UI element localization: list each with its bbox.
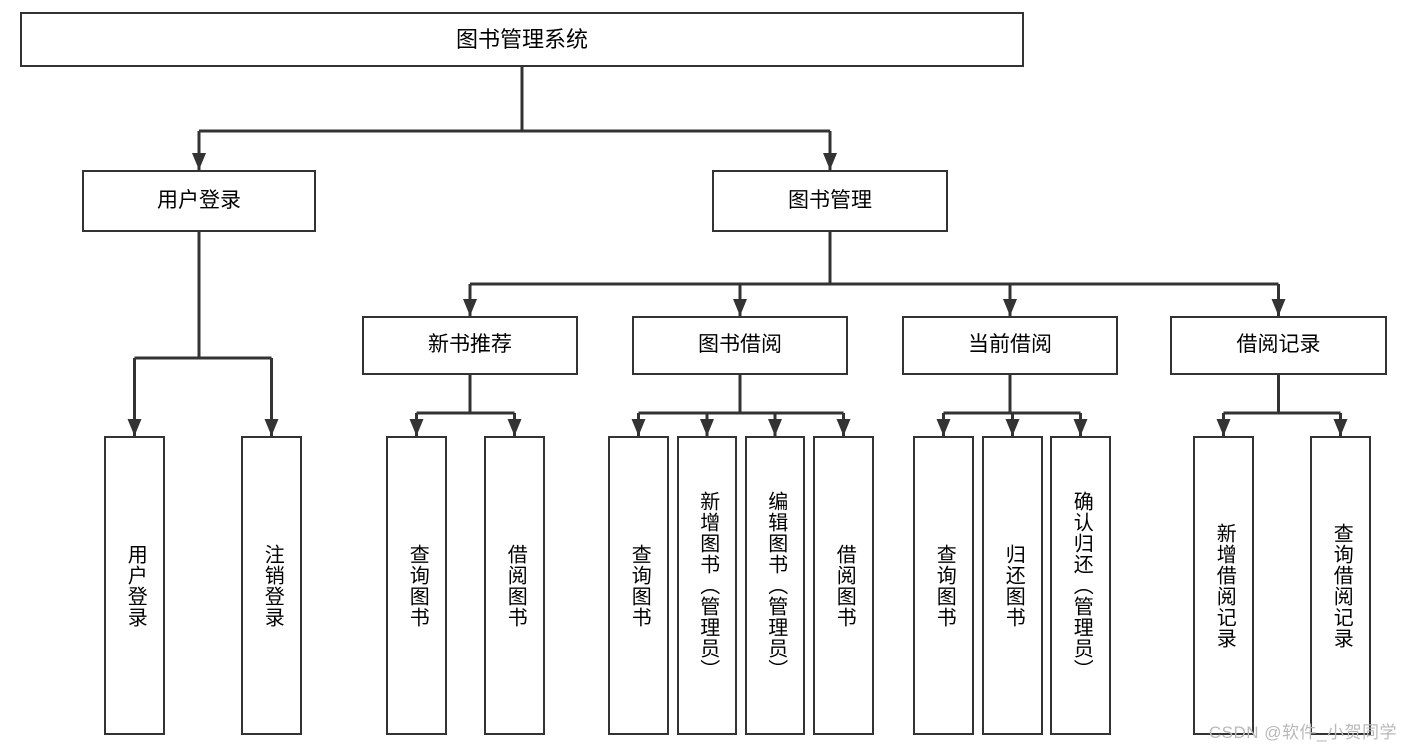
node-label: 图书借阅 xyxy=(698,333,782,357)
node-label: 归还图书 xyxy=(1002,543,1025,628)
node-label: 查询借阅记录 xyxy=(1330,522,1353,649)
node-leaf-query-book-2[interactable]: 查询图书 xyxy=(608,436,669,735)
node-label: 确认归还（管理员） xyxy=(1070,491,1093,680)
node-book-borrow[interactable]: 图书借阅 xyxy=(632,316,848,375)
node-root[interactable]: 图书管理系统 xyxy=(20,12,1024,67)
node-label: 新增借阅记录 xyxy=(1213,522,1236,649)
node-leaf-query-book-1[interactable]: 查询图书 xyxy=(386,436,447,735)
node-book-manage[interactable]: 图书管理 xyxy=(712,170,948,232)
node-label: 图书管理系统 xyxy=(455,26,588,52)
node-leaf-confirm-ret[interactable]: 确认归还（管理员） xyxy=(1050,436,1111,735)
watermark: CSDN @软件_小贺同学 xyxy=(1208,723,1397,742)
node-new-book-rec[interactable]: 新书推荐 xyxy=(362,316,578,375)
node-leaf-edit-book[interactable]: 编辑图书（管理员） xyxy=(745,436,805,735)
node-label: 查询图书 xyxy=(933,543,956,628)
node-leaf-query-record[interactable]: 查询借阅记录 xyxy=(1310,436,1371,735)
node-label: 注销登录 xyxy=(261,543,284,628)
node-leaf-return-book[interactable]: 归还图书 xyxy=(982,436,1043,735)
node-leaf-add-record[interactable]: 新增借阅记录 xyxy=(1193,436,1254,735)
node-label: 借阅图书 xyxy=(833,543,856,628)
node-label: 新增图书（管理员） xyxy=(696,491,719,680)
node-label: 查询图书 xyxy=(406,543,429,628)
node-label: 借阅记录 xyxy=(1236,333,1321,357)
node-label: 当前借阅 xyxy=(968,333,1052,357)
node-leaf-borrow-book-1[interactable]: 借阅图书 xyxy=(484,436,545,735)
node-label: 用户登录 xyxy=(124,543,147,628)
node-label: 新书推荐 xyxy=(428,333,512,357)
node-leaf-borrow-book-2[interactable]: 借阅图书 xyxy=(813,436,874,735)
node-user-login[interactable]: 用户登录 xyxy=(82,170,316,232)
node-current-borrow[interactable]: 当前借阅 xyxy=(902,316,1118,375)
node-borrow-record[interactable]: 借阅记录 xyxy=(1170,316,1387,375)
node-label: 图书管理 xyxy=(788,188,872,212)
node-label: 用户登录 xyxy=(157,188,241,212)
node-label: 编辑图书（管理员） xyxy=(764,491,787,680)
node-label: 查询图书 xyxy=(628,543,651,628)
node-leaf-add-book[interactable]: 新增图书（管理员） xyxy=(677,436,737,735)
node-leaf-logout[interactable]: 注销登录 xyxy=(241,436,302,735)
node-leaf-user-login[interactable]: 用户登录 xyxy=(104,436,165,735)
node-leaf-query-book-3[interactable]: 查询图书 xyxy=(913,436,974,735)
node-label: 借阅图书 xyxy=(504,543,527,628)
